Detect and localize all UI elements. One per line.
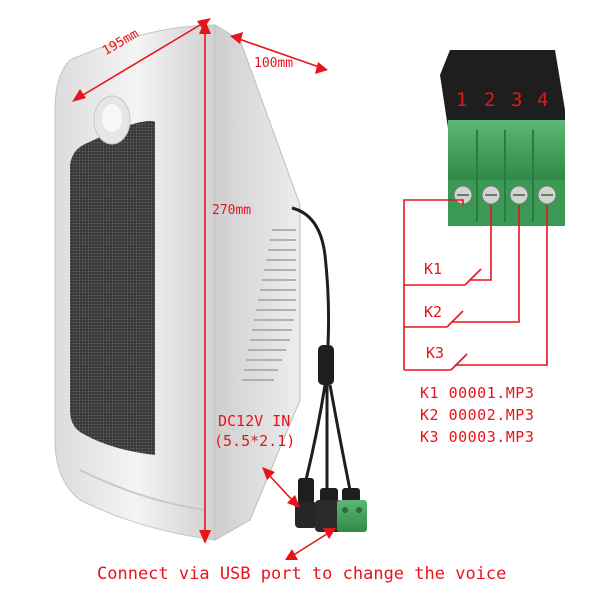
height-dimension-label: 270mm: [212, 203, 252, 218]
speaker-enclosure: [54, 24, 301, 541]
usb-instruction-caption: Connect via USB port to change the voice: [97, 564, 507, 584]
power-plug-spec: (5.5*2.1): [214, 432, 296, 450]
power-input-label: DC12V IN: [218, 412, 291, 430]
dimension-arrows: [72, 18, 336, 560]
mapping-key: K3: [420, 428, 440, 446]
switch-wiring: [403, 199, 548, 371]
mapping-row: K2 00002.MP3: [420, 406, 534, 424]
terminal-screws: [453, 185, 557, 205]
mapping-key: K1: [420, 384, 440, 402]
mapping-row: K3 00003.MP3: [420, 428, 534, 446]
mapping-row: K1 00001.MP3: [420, 384, 534, 402]
depth-dimension-label: 100mm: [254, 56, 294, 71]
dc-barrel-jack: [295, 478, 317, 528]
switch-label-k3: K3: [426, 344, 445, 362]
mini-terminal-block: [337, 488, 367, 532]
side-vents: [242, 229, 296, 381]
switch-label-k1: K1: [424, 260, 443, 278]
switch-label-k2: K2: [424, 303, 443, 321]
terminal-pin-label: 3: [511, 89, 523, 111]
terminal-pin-label: 2: [484, 89, 496, 111]
usb-plug: [315, 488, 343, 532]
terminal-pin-label: 1: [456, 89, 468, 111]
mapping-file: 00002.MP3: [448, 406, 535, 424]
terminal-block: [440, 50, 565, 226]
speaker-grille: [70, 120, 155, 455]
mapping-file: 00001.MP3: [448, 384, 535, 402]
mapping-file: 00003.MP3: [448, 428, 535, 446]
cable-junction: [318, 345, 334, 385]
power-cable: [291, 206, 352, 491]
mapping-key: K2: [420, 406, 440, 424]
terminal-pin-label: 4: [537, 89, 549, 111]
